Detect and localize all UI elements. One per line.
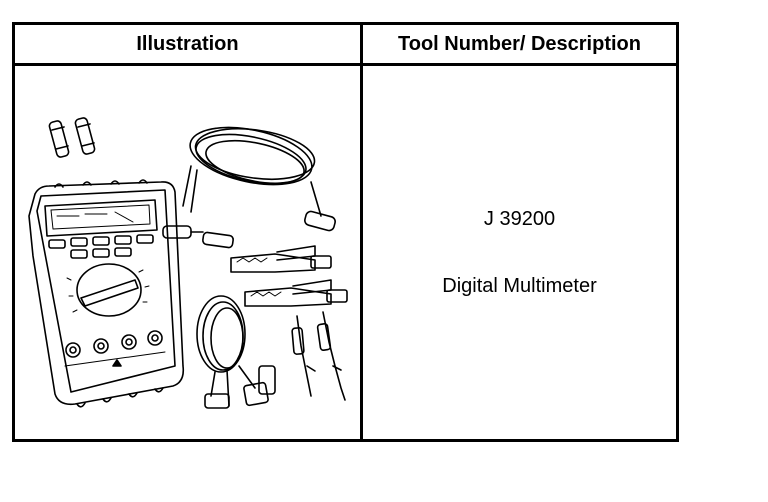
header-illustration: Illustration [136,32,239,55]
multimeter-body [28,179,185,408]
header-tool-description: Tool Number/ Description [398,32,641,55]
tool-number: J 39200 [483,208,556,230]
test-leads-coil [162,126,336,249]
tool-description: Digital Multimeter [442,275,597,297]
test-probe-icon [291,315,316,397]
illustration-cell [15,66,360,439]
lead-coil-bottom [196,295,276,409]
test-probe-icon [316,311,346,401]
header-divider [15,63,676,66]
column-divider [360,25,363,439]
multimeter-illustration [28,117,348,409]
alligator-clip-icon [230,245,332,273]
description-cell: J 39200 Digital Multimeter [363,66,676,439]
alligator-clip-icon [244,279,348,307]
fuse-icon [48,117,96,158]
tool-table: Illustration Tool Number/ Description [12,22,679,442]
